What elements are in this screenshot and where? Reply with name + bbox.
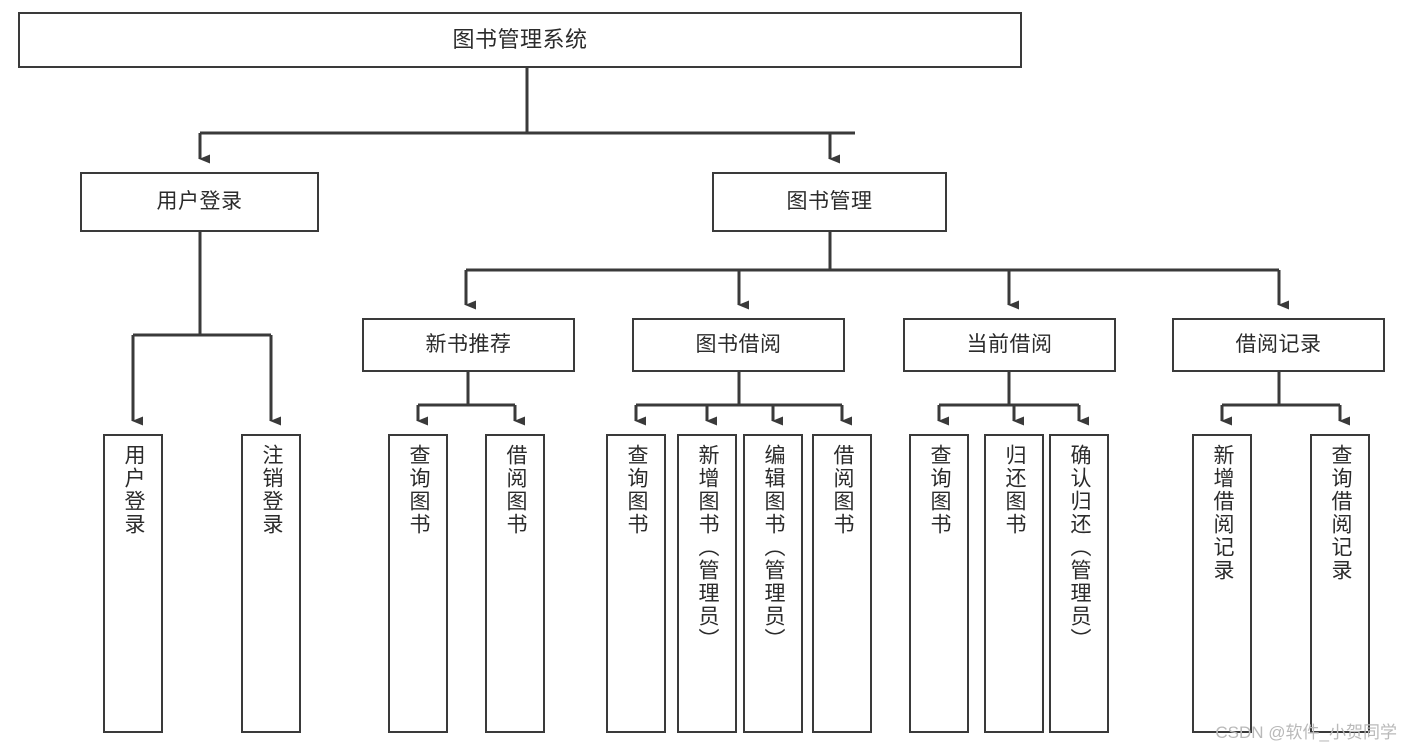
node-leaf-9-label: 归还图书: [1003, 444, 1027, 536]
node-leaf-7-label: 借阅图书: [831, 444, 855, 536]
node-level1-1[interactable]: 图书管理: [712, 172, 947, 232]
node-level2-0-label: 新书推荐: [425, 333, 512, 357]
node-level2-2-label: 当前借阅: [966, 333, 1053, 357]
node-leaf-6-label: 编辑图书（管理员）: [762, 444, 786, 651]
node-leaf-3[interactable]: 借阅图书: [485, 434, 545, 733]
node-level2-3-label: 借阅记录: [1235, 333, 1322, 357]
csdn-watermark: CSDN @软件_小贺同学: [1215, 723, 1397, 742]
node-root[interactable]: 图书管理系统: [18, 12, 1022, 68]
node-leaf-10[interactable]: 确认归还（管理员）: [1049, 434, 1109, 733]
node-leaf-9[interactable]: 归还图书: [984, 434, 1044, 733]
node-leaf-2-label: 查询图书: [407, 444, 431, 536]
node-leaf-5-label: 新增图书（管理员）: [696, 444, 720, 651]
node-leaf-1-label: 注销登录: [260, 444, 284, 536]
node-leaf-5[interactable]: 新增图书（管理员）: [677, 434, 737, 733]
node-leaf-12-label: 查询借阅记录: [1329, 444, 1353, 582]
node-level2-1-label: 图书借阅: [695, 333, 782, 357]
node-leaf-3-label: 借阅图书: [504, 444, 528, 536]
node-leaf-4-label: 查询图书: [625, 444, 649, 536]
node-leaf-11[interactable]: 新增借阅记录: [1192, 434, 1252, 733]
node-level1-1-label: 图书管理: [786, 190, 873, 214]
node-leaf-10-label: 确认归还（管理员）: [1068, 444, 1092, 651]
node-root-label: 图书管理系统: [452, 26, 588, 52]
node-leaf-2[interactable]: 查询图书: [388, 434, 448, 733]
node-leaf-8-label: 查询图书: [928, 444, 952, 536]
node-level2-0[interactable]: 新书推荐: [362, 318, 575, 372]
node-leaf-11-label: 新增借阅记录: [1211, 444, 1235, 582]
node-level2-1[interactable]: 图书借阅: [632, 318, 845, 372]
node-leaf-0-label: 用户登录: [122, 444, 146, 536]
node-leaf-0[interactable]: 用户登录: [103, 434, 163, 733]
node-leaf-6[interactable]: 编辑图书（管理员）: [743, 434, 803, 733]
node-level1-0-label: 用户登录: [156, 190, 243, 214]
node-level1-0[interactable]: 用户登录: [80, 172, 319, 232]
node-leaf-12[interactable]: 查询借阅记录: [1310, 434, 1370, 733]
node-leaf-8[interactable]: 查询图书: [909, 434, 969, 733]
node-leaf-7[interactable]: 借阅图书: [812, 434, 872, 733]
node-leaf-4[interactable]: 查询图书: [606, 434, 666, 733]
node-level2-3[interactable]: 借阅记录: [1172, 318, 1385, 372]
node-leaf-1[interactable]: 注销登录: [241, 434, 301, 733]
node-level2-2[interactable]: 当前借阅: [903, 318, 1116, 372]
